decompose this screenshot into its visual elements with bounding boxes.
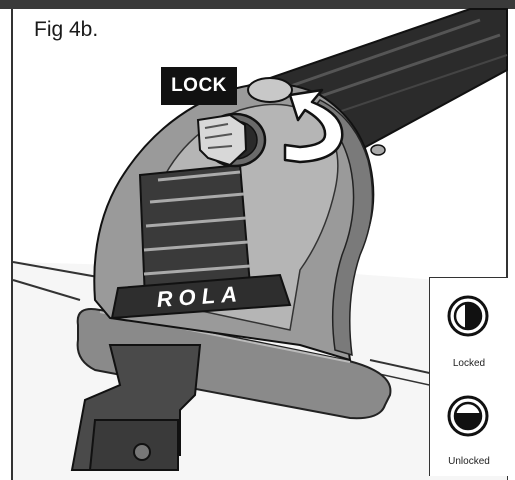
legend-label-unlocked: Unlocked (448, 456, 490, 467)
logo-plate (110, 273, 292, 320)
lock-open-icon (447, 395, 489, 437)
logo-text: ROLA (156, 281, 244, 312)
lock-callout: LOCK (161, 67, 237, 105)
figure-title: Fig 4b. (34, 18, 99, 41)
lock-closed-icon (447, 295, 489, 337)
legend-label-locked: Locked (452, 358, 486, 369)
rotate-arrow-icon (283, 88, 344, 164)
top-border (0, 0, 515, 9)
end-cap (247, 77, 293, 103)
foot-base (76, 308, 392, 420)
lock-state-legend: Locked Unlocked (429, 277, 508, 476)
